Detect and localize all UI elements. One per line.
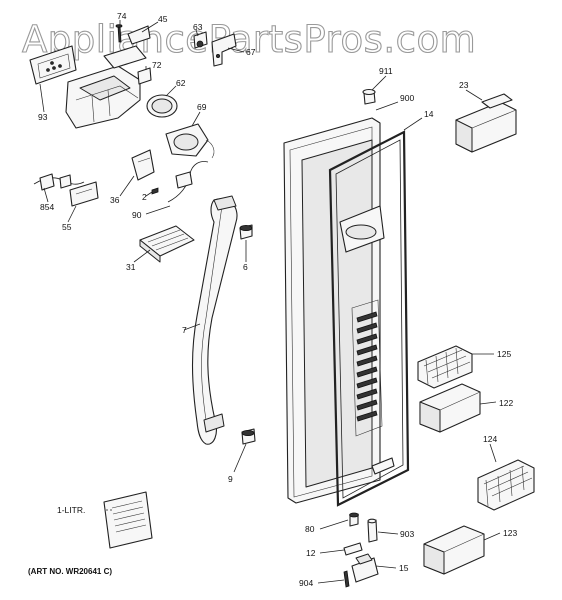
- callout-124: 124: [483, 434, 497, 444]
- part-23-bin[interactable]: [455, 93, 517, 153]
- callout-31: 31: [126, 262, 136, 272]
- callout-904: 904: [299, 578, 313, 588]
- part-74-screw[interactable]: [115, 24, 123, 43]
- callout-72: 72: [152, 60, 162, 70]
- callout-23: 23: [459, 80, 469, 90]
- callout-62: 62: [176, 78, 186, 88]
- callout-911: 911: [379, 66, 393, 76]
- part-69-motor[interactable]: [165, 123, 215, 159]
- part-80-bushing[interactable]: [349, 512, 359, 527]
- callout-14: 14: [424, 109, 434, 119]
- part-854-harness[interactable]: [33, 173, 85, 191]
- part-6-screw[interactable]: [239, 224, 253, 240]
- callout-854: 854: [40, 202, 54, 212]
- callout-125: 125: [497, 349, 511, 359]
- callout-55: 55: [62, 222, 72, 232]
- part-36-bracket[interactable]: [131, 149, 155, 181]
- part-7-handle[interactable]: [191, 195, 238, 445]
- callout-7: 7: [182, 325, 187, 335]
- callout-15: 15: [399, 563, 409, 573]
- part-9-screw[interactable]: [241, 428, 256, 445]
- part-122-bin[interactable]: [419, 383, 481, 433]
- callout-93: 93: [38, 112, 48, 122]
- part-dispenser-housing[interactable]: [65, 45, 147, 129]
- door-shelf-ribs: [351, 299, 383, 437]
- part-72-switch[interactable]: [137, 67, 152, 85]
- art-number: (ART NO. WR20641 C): [28, 567, 112, 576]
- callout-9: 9: [228, 474, 233, 484]
- callout-2: 2: [142, 192, 147, 202]
- part-125-rack[interactable]: [417, 345, 473, 389]
- callout-36: 36: [110, 195, 120, 205]
- callout-69: 69: [197, 102, 207, 112]
- part-63-actuator[interactable]: [193, 31, 208, 49]
- part-55-board[interactable]: [69, 181, 99, 207]
- part-2-screw[interactable]: [151, 187, 159, 195]
- callout-74: 74: [117, 11, 127, 21]
- part-911-cap[interactable]: [362, 88, 376, 105]
- watermark: AppliancePartsPros.com: [22, 18, 476, 61]
- callout-labels: 74 45 63 67 72 62 93 69 911 900 14 23 36…: [38, 11, 517, 588]
- callout-45: 45: [158, 14, 168, 24]
- part-123-bin[interactable]: [423, 525, 485, 575]
- callout-63: 63: [193, 22, 203, 32]
- part-903-pin[interactable]: [367, 518, 378, 543]
- door-assembly[interactable]: [283, 117, 410, 507]
- callout-1-litr: 1-LITR.: [57, 505, 85, 515]
- part-93-control-panel[interactable]: [29, 45, 77, 85]
- part-904-screw[interactable]: [343, 570, 350, 588]
- part-31-grille[interactable]: [139, 225, 195, 263]
- leader-lines: [39, 20, 501, 584]
- callout-80: 80: [305, 524, 315, 534]
- callout-90: 90: [132, 210, 142, 220]
- part-124-rack[interactable]: [477, 459, 535, 511]
- callout-903: 903: [400, 529, 414, 539]
- part-67-bracket[interactable]: [211, 33, 237, 67]
- callout-6: 6: [243, 262, 248, 272]
- part-90-harness[interactable]: [167, 161, 209, 203]
- part-62-ring[interactable]: [146, 94, 178, 118]
- callout-67: 67: [246, 47, 256, 57]
- callout-122: 122: [499, 398, 513, 408]
- callout-12: 12: [306, 548, 316, 558]
- literature-booklet[interactable]: [103, 491, 153, 549]
- part-12-shim[interactable]: [343, 542, 363, 556]
- callout-900: 900: [400, 93, 414, 103]
- part-15-hinge[interactable]: [351, 553, 379, 583]
- callout-123: 123: [503, 528, 517, 538]
